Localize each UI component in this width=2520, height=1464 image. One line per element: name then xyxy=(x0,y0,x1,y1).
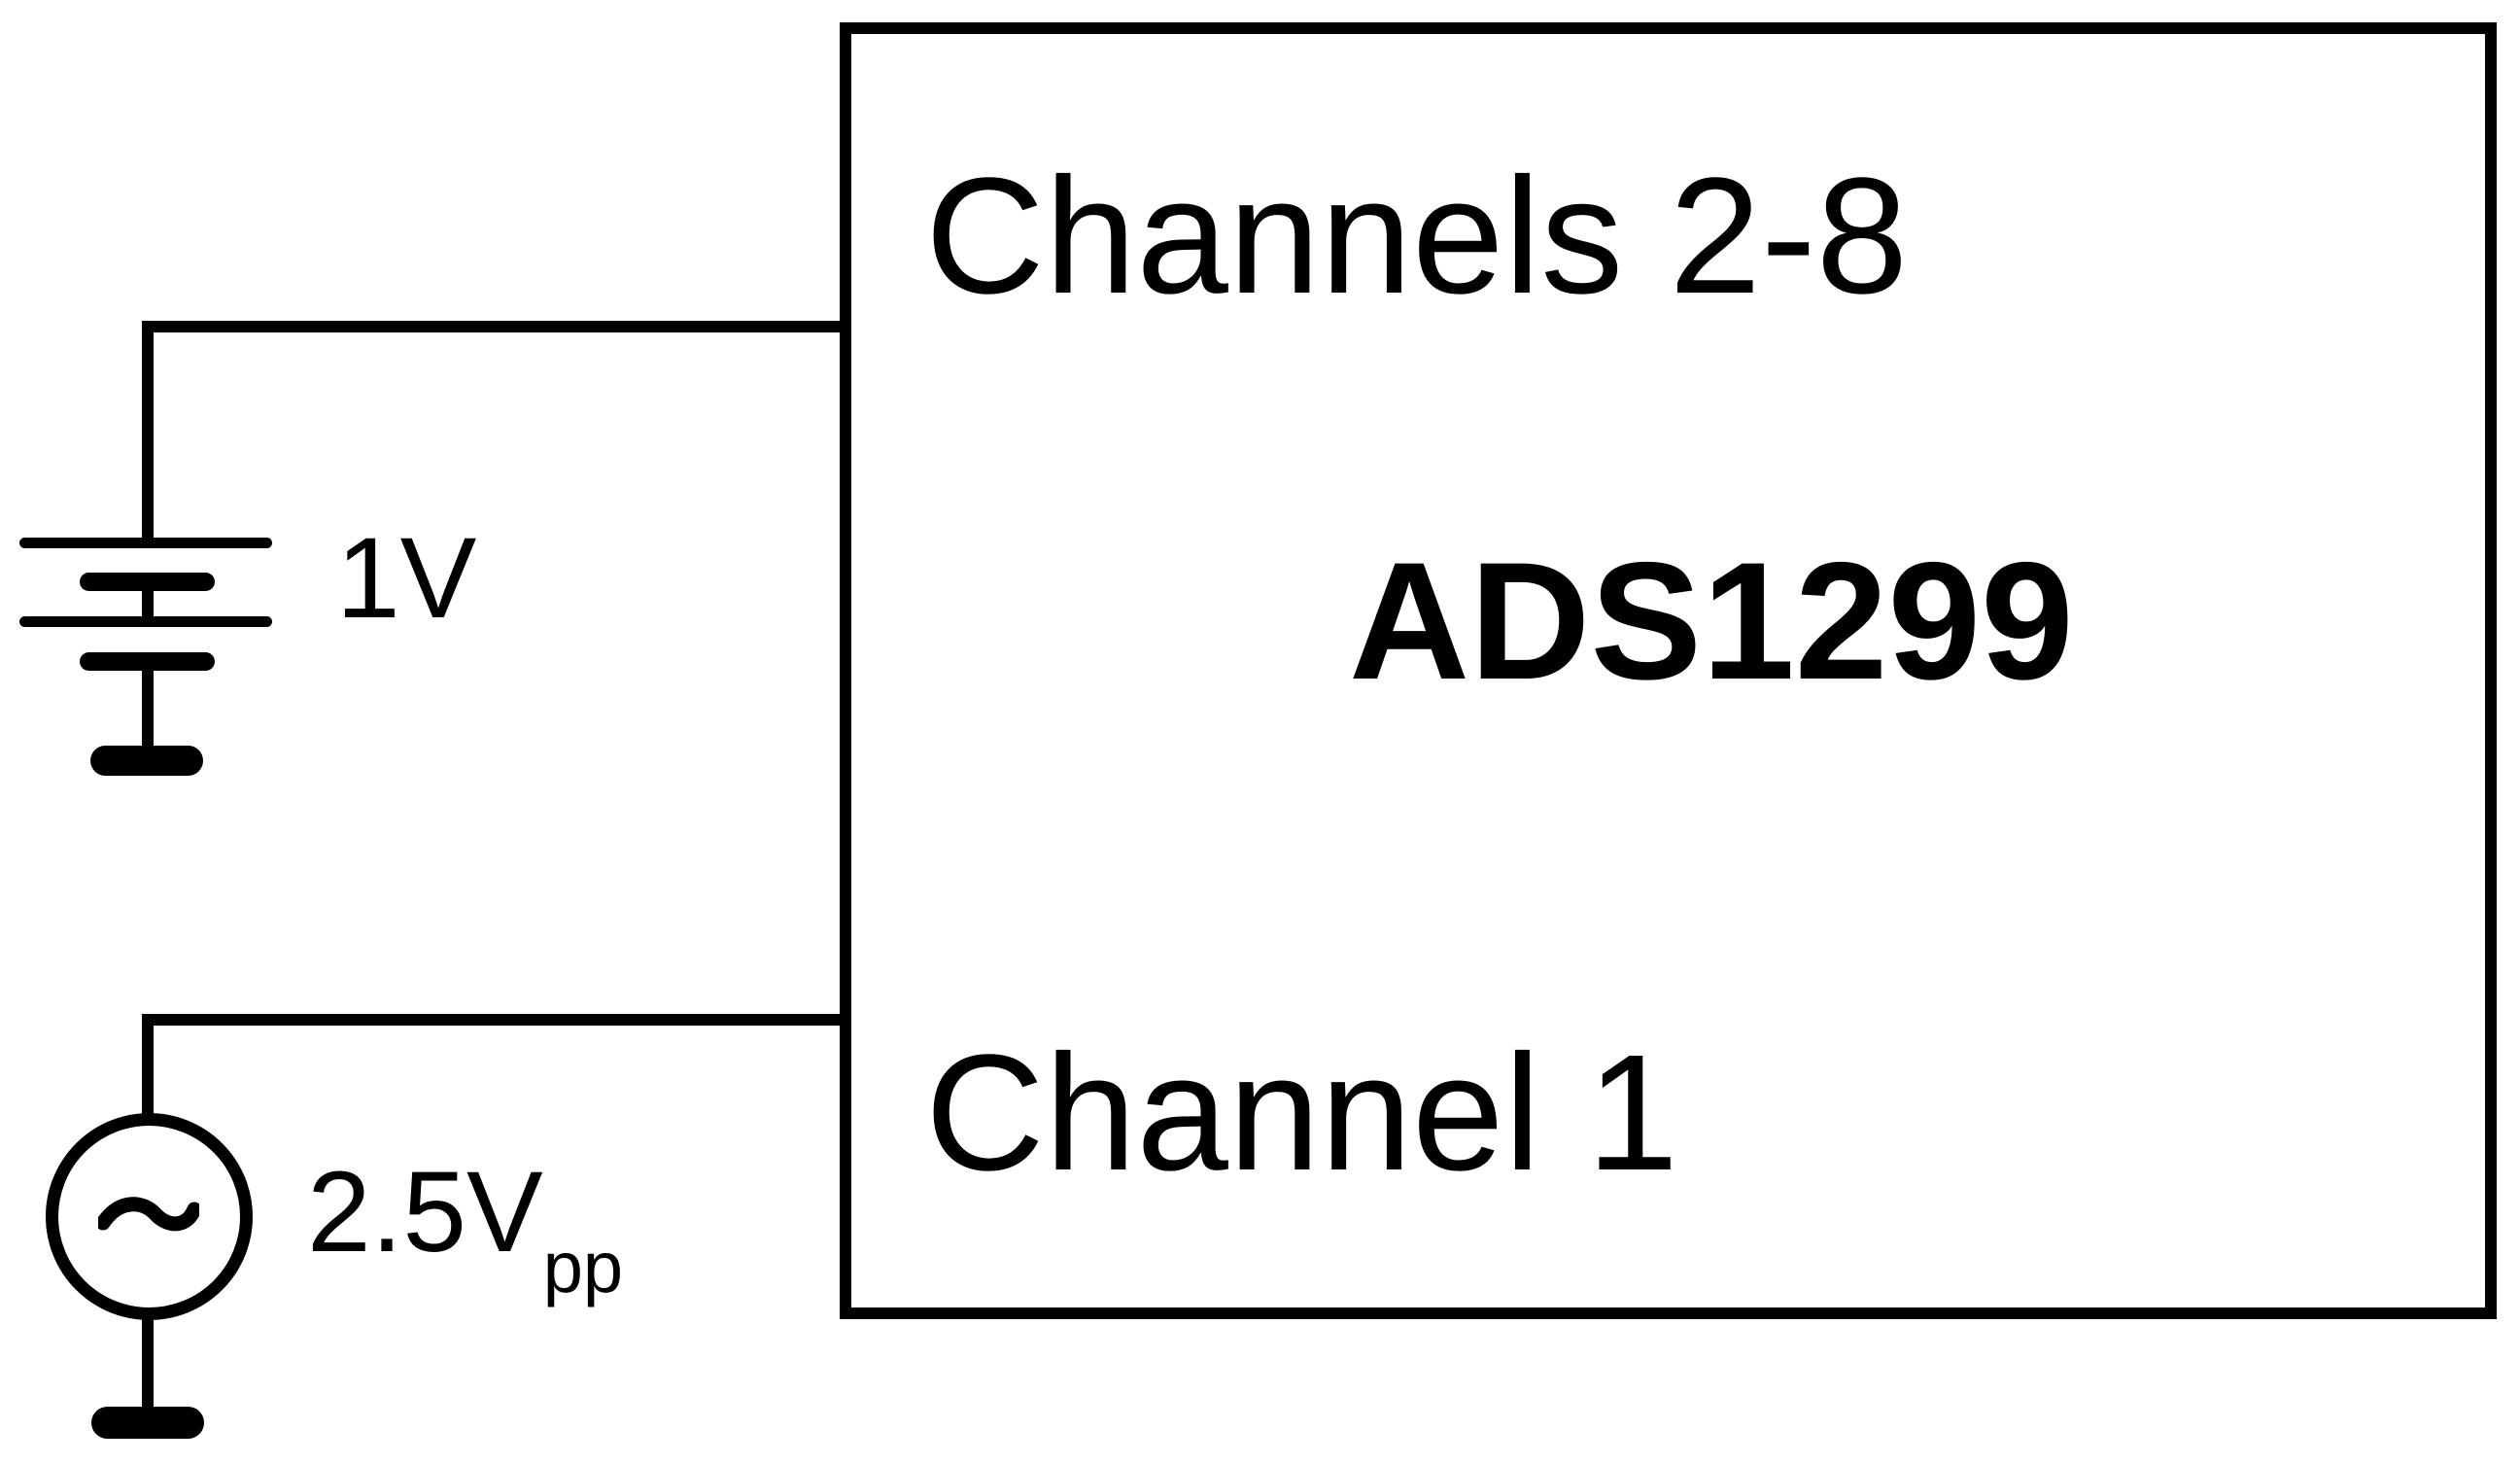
port-label-channel-1: Channel 1 xyxy=(925,1021,1679,1205)
battery-plate-long-2 xyxy=(19,616,272,627)
device-name-label: ADS1299 xyxy=(1349,528,2074,715)
battery-inner-stub xyxy=(142,581,154,624)
ads1299-block xyxy=(840,22,2497,1319)
battery-voltage-label: 1V xyxy=(336,514,477,643)
battery-plate-short-2 xyxy=(80,652,215,671)
wire-ac-to-block-vertical xyxy=(142,1014,154,1121)
wire-battery-to-block-vertical xyxy=(142,321,154,544)
battery-ground-terminal xyxy=(90,746,203,776)
wire-ac-to-block-horizontal xyxy=(142,1014,846,1026)
sine-wave-icon xyxy=(98,1197,199,1232)
port-label-channels-2-8: Channels 2-8 xyxy=(925,144,1909,329)
battery-ground-stub xyxy=(142,666,154,751)
battery-plate-long-1 xyxy=(19,538,272,548)
ac-voltage-label: 2.5Vpp xyxy=(307,1155,623,1304)
ac-ground-stub xyxy=(142,1314,154,1412)
wire-battery-to-block-horizontal xyxy=(142,321,846,332)
ac-ground-terminal xyxy=(91,1407,204,1439)
ac-voltage-subscript: pp xyxy=(542,1227,624,1307)
ac-voltage-value: 2.5V xyxy=(307,1148,543,1276)
